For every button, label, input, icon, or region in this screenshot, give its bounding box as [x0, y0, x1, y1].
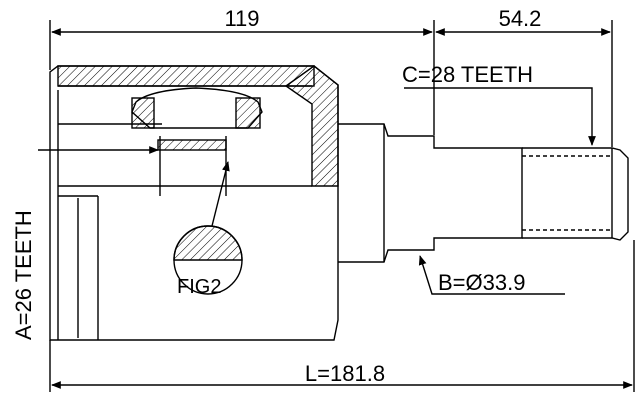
dim-label-119: 119 [224, 6, 259, 31]
leader-c [404, 87, 596, 146]
fig2-hatch [173, 225, 243, 261]
housing-wall-hatch [57, 65, 315, 87]
callout-a-teeth: A=26 TEETH [11, 210, 36, 340]
spline-end [522, 147, 629, 241]
trunnion-hatch [157, 139, 227, 151]
housing-outline [49, 65, 339, 341]
housing-end-hatch [284, 65, 339, 187]
dim-label-54: 54.2 [499, 6, 542, 31]
dim-label-total: L=181.8 [305, 361, 385, 386]
shaft-stem [338, 123, 523, 263]
callout-fig2: FIG2 [177, 276, 221, 298]
callout-b-diameter: B=Ø33.9 [438, 270, 525, 295]
leader-b [418, 255, 565, 295]
leader-fig2 [211, 161, 230, 227]
callout-c-teeth: C=28 TEETH [402, 62, 533, 87]
roller-right-hatch [235, 97, 261, 129]
roller-left-hatch [131, 97, 155, 129]
